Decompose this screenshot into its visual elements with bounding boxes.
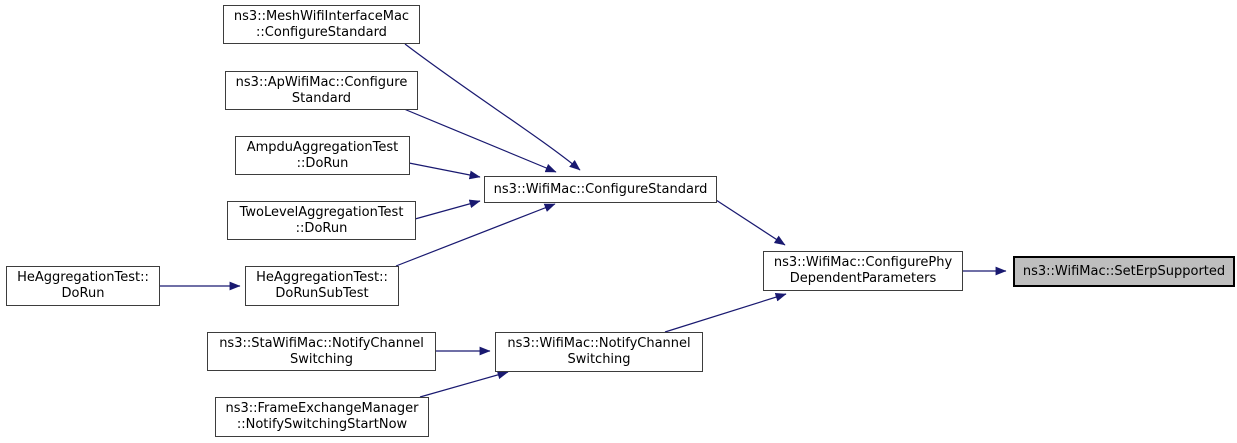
edge-ampdu-to-configurestandard [408,162,481,180]
node-wifimac-configurephydependentparameters[interactable]: ns3::WifiMac::ConfigurePhy DependentPara… [763,251,963,291]
node-apwifimac-configurestandard[interactable]: ns3::ApWifiMac::Configure Standard [225,71,418,110]
node-wifimac-seterpsupported-current: ns3::WifiMac::SetErpSupported [1013,256,1235,287]
edge-dorunsubtest-to-configurestandard [395,203,556,267]
edge-configurestandard-to-configurephy [715,199,786,246]
edge-mesh-to-configurestandard [404,43,581,171]
node-stawifimac-notifychannelswitching[interactable]: ns3::StaWifiMac::NotifyChannel Switching [207,332,436,371]
edge-twolevel-to-configurestandard [414,199,481,220]
node-heaggregationtest-dorun[interactable]: HeAggregationTest:: DoRun [6,266,160,306]
node-meshwifiinterfacemac-configurestandard[interactable]: ns3::MeshWifiInterfaceMac ::ConfigureSta… [223,5,420,44]
node-label-line: ns3::WifiMac::ConfigurePhy [773,255,953,270]
node-label-line: ::DoRun [296,155,349,171]
node-label-line: ns3::StaWifiMac::NotifyChannel [219,335,424,351]
node-ampduaggregationtest-dorun[interactable]: AmpduAggregationTest ::DoRun [235,136,410,175]
edge-ap-to-configurestandard [403,108,557,173]
node-label-line: ::DoRun [295,220,348,236]
node-label-line: ns3::WifiMac::NotifyChannel [507,336,691,351]
node-label-line: DependentParameters [789,271,937,286]
node-label-line: ns3::FrameExchangeManager [225,401,419,416]
node-heaggregationtest-dorunsubtest[interactable]: HeAggregationTest:: DoRunSubTest [245,266,399,306]
node-label-line: AmpduAggregationTest [246,139,399,155]
node-label-line: DoRun [61,286,105,301]
node-label-line: ns3::WifiMac::ConfigureStandard [493,181,708,197]
node-label-line: Switching [289,351,354,367]
node-frameexchangemanager-notifyswitchingstartnow[interactable]: ns3::FrameExchangeManager ::NotifySwitch… [215,397,429,437]
node-label-line: Standard [291,90,352,106]
node-label-line: ns3::ApWifiMac::Configure [235,74,408,90]
edge-notifychannelswitching-to-configurephy [664,292,787,333]
node-label-line: HeAggregationTest:: [17,270,149,285]
node-label-line: TwoLevelAggregationTest [239,204,404,220]
node-label-line: ::ConfigureStandard [256,24,387,40]
node-label-line: DoRunSubTest [275,286,369,301]
node-label-line: ns3::MeshWifiInterfaceMac [233,8,410,24]
edge-fem-to-notifychannelswitching [419,370,509,398]
node-label-line: Switching [567,352,631,367]
node-twolevelaggregationtest-dorun[interactable]: TwoLevelAggregationTest ::DoRun [227,201,416,240]
node-label-line: HeAggregationTest:: [256,270,388,285]
node-wifimac-notifychannelswitching[interactable]: ns3::WifiMac::NotifyChannel Switching [495,332,703,372]
node-label-line: ::NotifySwitchingStartNow [236,417,408,432]
node-label-line: ns3::WifiMac::SetErpSupported [1022,263,1226,279]
node-wifimac-configurestandard[interactable]: ns3::WifiMac::ConfigureStandard [484,176,717,203]
